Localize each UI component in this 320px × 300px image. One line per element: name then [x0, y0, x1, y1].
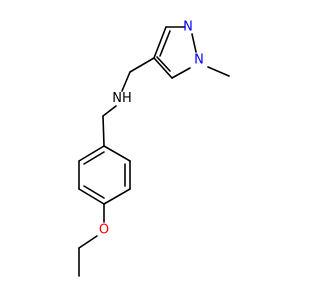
atom-label-o: O — [99, 223, 109, 238]
structure-diagram: NH N N O — [78, 20, 230, 277]
bond-c5-c4-inner — [156, 56, 171, 72]
bond-n1-c5 — [171, 67, 191, 79]
bond-nh-ch2 — [102, 105, 117, 117]
bonds — [78, 26, 230, 277]
atom-label-n2: N — [183, 20, 193, 35]
bond-ar6-ar1 — [78, 145, 105, 162]
bond-ar4-ar5-inner — [83, 185, 105, 199]
bond-o-ch2 — [78, 235, 98, 249]
bond-c5-c4 — [153, 57, 173, 79]
bond-c4-c3 — [153, 26, 167, 59]
bond-c4-ch2 — [129, 57, 155, 73]
bond-c4-c3-inner — [159, 30, 171, 57]
bond-ar6-ar1-inner — [83, 151, 105, 165]
bond-n2-n1 — [191, 33, 197, 53]
atom-labels: NH N N O — [99, 20, 204, 238]
bond-ar3-ar4 — [103, 188, 131, 205]
bond-ar4-ar5 — [78, 188, 105, 205]
atom-label-nh: NH — [112, 91, 132, 106]
bond-ar1-ar2 — [103, 145, 131, 162]
atom-label-n1: N — [194, 53, 204, 68]
bond-ch2-nh — [121, 71, 131, 92]
bond-n1-methyl — [207, 66, 230, 77]
bond-ch2-aryl — [102, 115, 105, 147]
